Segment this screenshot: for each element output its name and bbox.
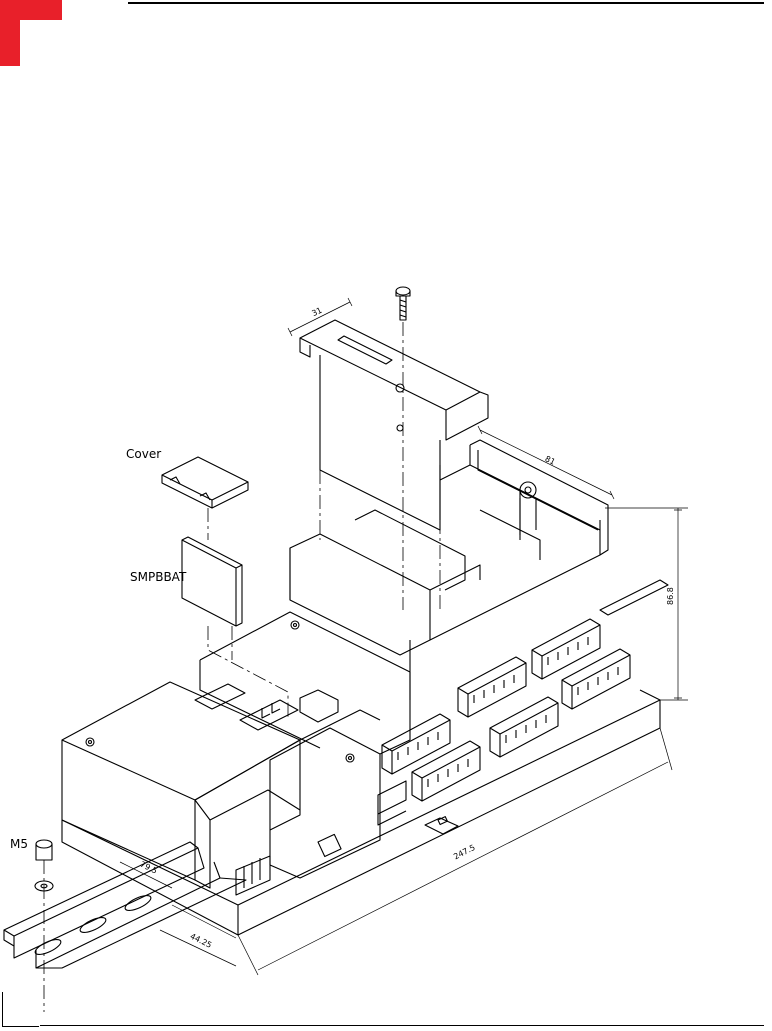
- dim-height: 86.8: [666, 587, 675, 605]
- screw-label: M5: [10, 837, 28, 851]
- battery-module: [182, 537, 242, 626]
- dim-rail-edge: 44.25: [189, 932, 214, 950]
- dim-overall-length: 247.5: [452, 843, 476, 861]
- carrier-base: [62, 580, 668, 935]
- controller-module: [195, 612, 410, 878]
- cover-label: Cover: [126, 447, 161, 461]
- dimension-lines: [120, 298, 688, 975]
- battery-label: SMPBBAT: [130, 570, 187, 584]
- small-cover: [162, 457, 248, 508]
- module-cover: [300, 320, 488, 530]
- assembly-axes: [44, 322, 440, 1012]
- dim-module-depth: 81: [544, 454, 557, 467]
- top-screw: [396, 287, 410, 320]
- power-module: [62, 682, 300, 895]
- terminal-connectors: [378, 619, 630, 825]
